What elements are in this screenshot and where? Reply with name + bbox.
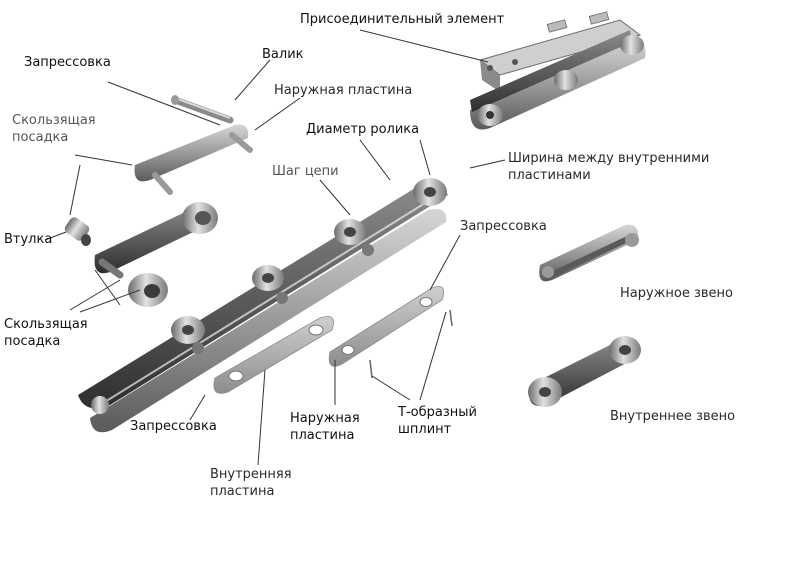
label-bushing: Втулка bbox=[4, 232, 53, 247]
label-press-fit-top: Запрессовка bbox=[24, 55, 111, 70]
label-inner-plate-line1: Внутренняя bbox=[210, 467, 292, 482]
label-inner-plate-line2: пластина bbox=[210, 484, 275, 499]
label-pin: Валик bbox=[262, 47, 304, 62]
label-inner-width-line1: Ширина между внутренними bbox=[508, 151, 710, 166]
chain-roller bbox=[334, 219, 366, 245]
label-sliding-fit-top-line2: посадка bbox=[12, 130, 69, 145]
label-connecting-element: Присоединительный элемент bbox=[300, 12, 505, 27]
t-cotter-pin bbox=[369, 309, 453, 379]
label-outer-plate-top: Наружная пластина bbox=[274, 83, 413, 98]
label-inner-link: Внутреннее звено bbox=[610, 409, 736, 424]
label-inner-plate: Внутренняя пластина bbox=[210, 466, 292, 500]
pin-part bbox=[171, 95, 234, 124]
label-sliding-fit-top: Скользящая посадка bbox=[12, 112, 96, 146]
roller-part bbox=[128, 273, 168, 307]
label-inner-width: Ширина между внутренними пластинами bbox=[508, 150, 709, 184]
outer-plate-flat bbox=[328, 286, 445, 367]
inner-plate-flat bbox=[213, 316, 334, 394]
label-sliding-fit-top-line1: Скользящая bbox=[12, 113, 96, 128]
label-press-fit-right: Запрессовка bbox=[460, 219, 547, 234]
label-outer-plate-bottom-line1: Наружная bbox=[290, 411, 360, 426]
outer-link-part bbox=[539, 224, 639, 282]
inner-plate-with-bushings bbox=[94, 202, 218, 279]
label-sliding-fit-bottom-line2: посадка bbox=[4, 334, 61, 349]
bushing-part bbox=[64, 217, 91, 246]
label-t-cotter: Т-образный шплинт bbox=[398, 404, 477, 438]
leader-lines bbox=[44, 29, 506, 466]
connecting-element bbox=[470, 11, 646, 130]
label-roller-diameter: Диаметр ролика bbox=[306, 122, 420, 137]
label-outer-link: Наружное звено bbox=[620, 286, 734, 301]
label-t-cotter-line1: Т-образный bbox=[398, 405, 477, 420]
chain-front-plates bbox=[90, 208, 447, 433]
label-outer-plate-bottom-line2: пластина bbox=[290, 428, 355, 443]
label-outer-plate-bottom: Наружная пластина bbox=[290, 410, 360, 444]
chain-roller bbox=[171, 316, 205, 344]
label-t-cotter-line2: шплинт bbox=[398, 422, 452, 437]
label-inner-width-line2: пластинами bbox=[508, 168, 591, 183]
inner-link-part bbox=[528, 336, 641, 407]
label-chain-pitch: Шаг цепи bbox=[272, 164, 339, 179]
label-sliding-fit-bottom: Скользящая посадка bbox=[4, 316, 88, 350]
main-chain bbox=[78, 178, 448, 433]
label-sliding-fit-bottom-line1: Скользящая bbox=[4, 317, 88, 332]
label-press-fit-bottom: Запрессовка bbox=[130, 419, 217, 434]
chain-roller bbox=[252, 265, 284, 291]
chain-roller bbox=[413, 178, 447, 206]
outer-plate-with-pins bbox=[134, 124, 253, 195]
